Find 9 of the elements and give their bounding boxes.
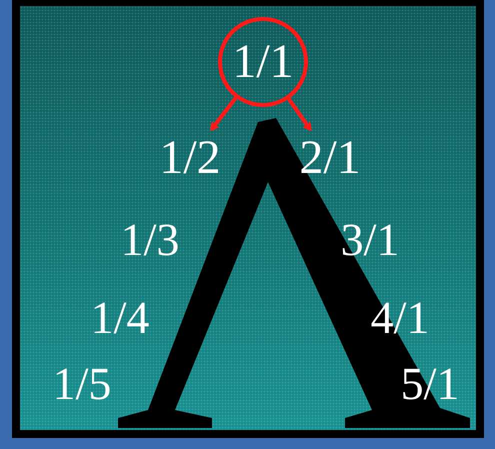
fraction-label: 1/3 [120,217,180,263]
fraction-label: 4/1 [370,295,430,341]
fraction-label: 1/5 [52,361,112,407]
arrow [287,98,312,131]
fraction-label: 3/1 [340,217,400,263]
circled-fraction: 1/1 [218,17,308,107]
fraction-label: 2/1 [290,133,370,183]
fraction-label: 1/4 [90,295,150,341]
fraction-label: 1/2 [150,133,230,183]
